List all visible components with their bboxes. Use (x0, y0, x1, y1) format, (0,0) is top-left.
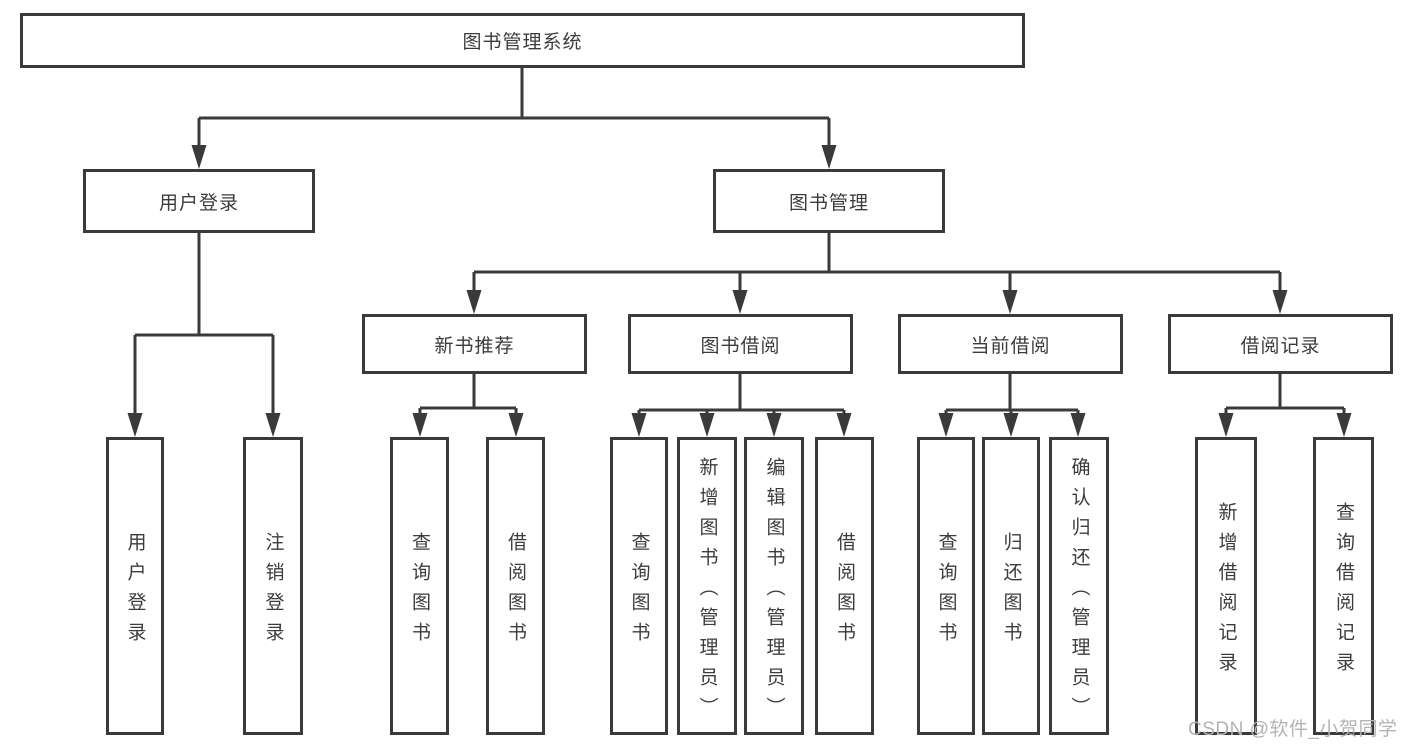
arrowhead-icon (1336, 413, 1352, 437)
arrowhead-icon (631, 413, 647, 437)
node-logout: 注销登录 (243, 437, 303, 735)
arrowhead-icon (836, 413, 852, 437)
arrowhead-icon (412, 413, 428, 437)
arrowhead-icon (508, 413, 524, 437)
node-book-borrowing: 图书借阅 (628, 314, 853, 374)
arrowhead-icon (821, 145, 837, 169)
arrowhead-icon (1002, 290, 1018, 314)
node-query-borrow-record: 查询借阅记录 (1313, 437, 1374, 735)
node-borrow-books-leaf: 借阅图书 (815, 437, 874, 735)
arrowhead-icon (938, 413, 954, 437)
node-library-system: 图书管理系统 (20, 13, 1025, 68)
node-edit-books-admin: 编辑图书（管理员） (744, 437, 804, 735)
node-query-books-borrowing: 查询图书 (610, 437, 668, 735)
node-new-book-recommend: 新书推荐 (362, 314, 587, 374)
arrowhead-icon (191, 145, 207, 169)
node-borrowing-records: 借阅记录 (1168, 314, 1393, 374)
node-current-borrowing: 当前借阅 (898, 314, 1123, 374)
node-confirm-return-admin: 确认归还（管理员） (1049, 437, 1109, 735)
arrowhead-icon (1003, 413, 1019, 437)
node-query-books-recommend: 查询图书 (390, 437, 449, 735)
arrowhead-icon (732, 290, 748, 314)
node-user-login-leaf: 用户登录 (106, 437, 164, 735)
arrowhead-icon (466, 290, 482, 314)
csdn-watermark: CSDN @软件_小贺同学 (1188, 719, 1398, 740)
node-add-borrow-record: 新增借阅记录 (1195, 437, 1257, 735)
arrowhead-icon (127, 413, 143, 437)
arrowhead-icon (1218, 413, 1234, 437)
arrowhead-icon (265, 413, 281, 437)
node-query-books-current: 查询图书 (917, 437, 975, 735)
node-book-management-branch: 图书管理 (713, 169, 945, 233)
node-user-login-branch: 用户登录 (83, 169, 315, 233)
arrowhead-icon (766, 413, 782, 437)
node-add-books-admin: 新增图书（管理员） (677, 437, 737, 735)
arrowhead-icon (1070, 413, 1086, 437)
node-borrow-books-recommend: 借阅图书 (486, 437, 545, 735)
arrowhead-icon (1272, 290, 1288, 314)
arrowhead-icon (699, 413, 715, 437)
node-return-books: 归还图书 (982, 437, 1040, 735)
